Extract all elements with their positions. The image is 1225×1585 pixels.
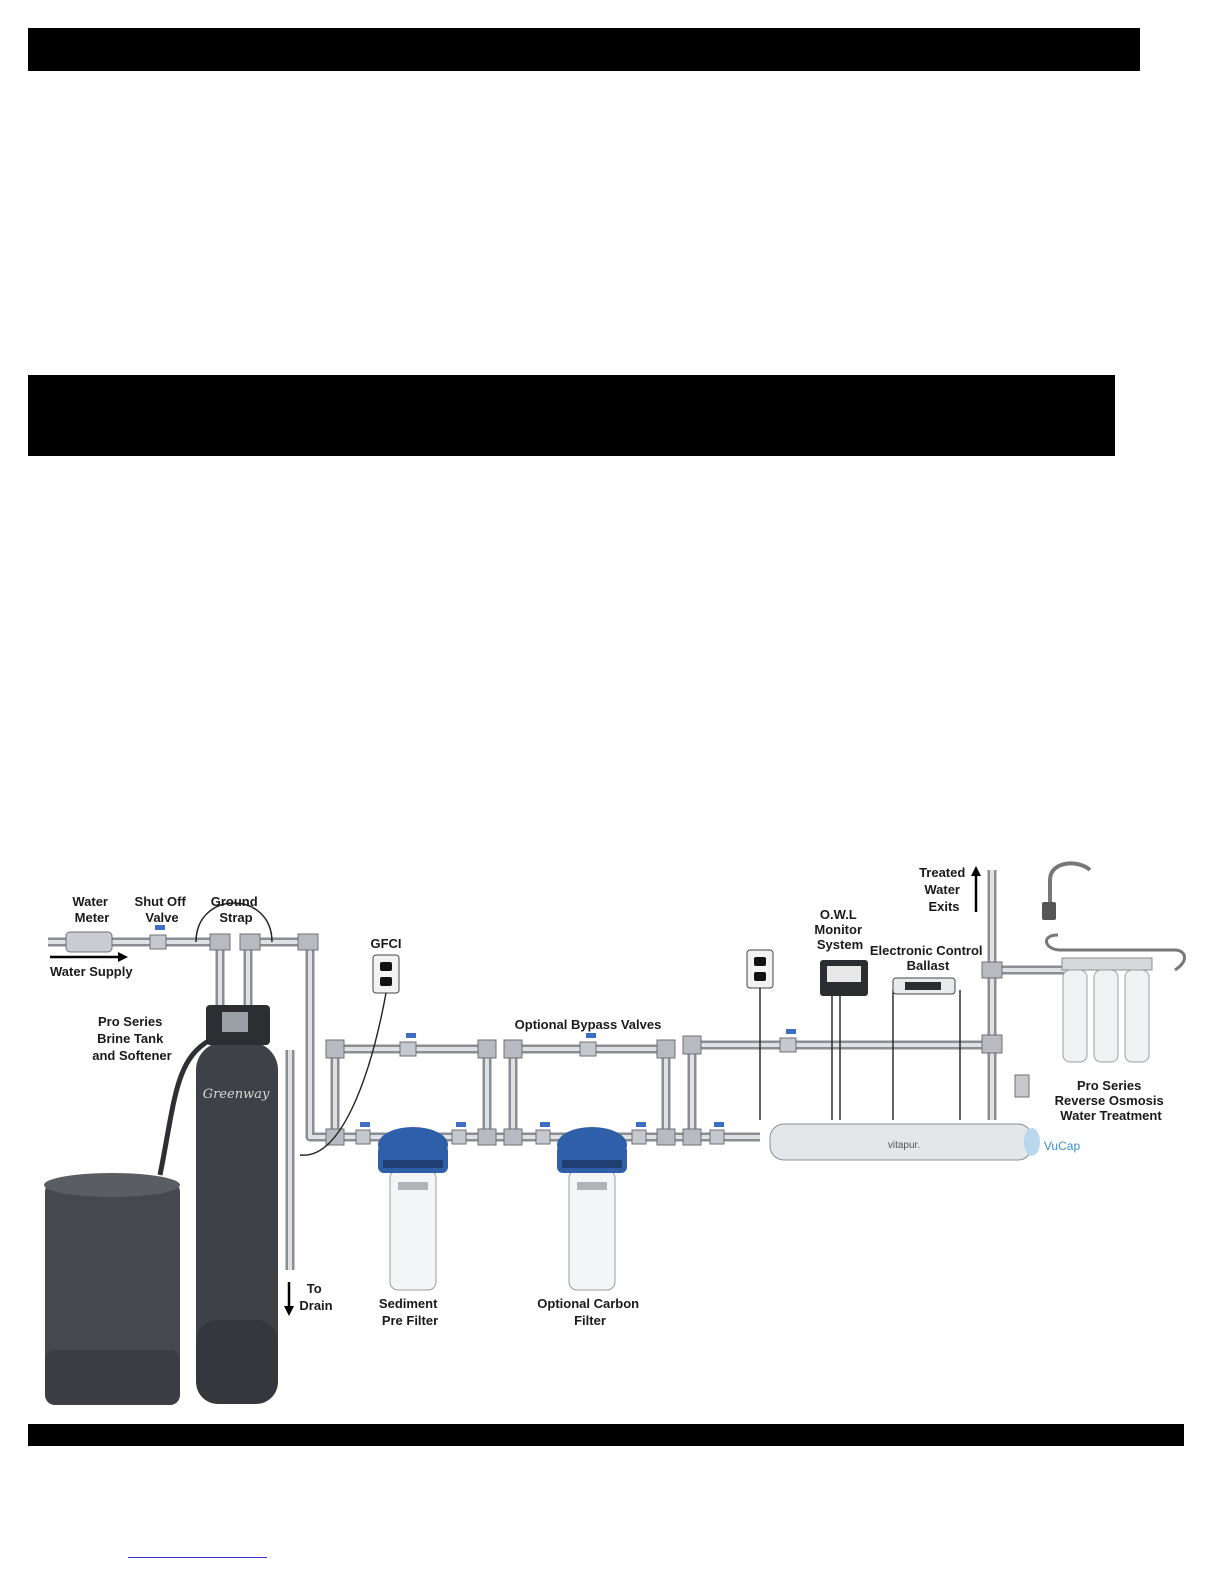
water-meter xyxy=(65,931,113,953)
pipe-couplings xyxy=(209,933,1003,1146)
label-water-supply: Water Supply xyxy=(50,964,133,979)
vitapur-logo: vitapur. xyxy=(888,1140,920,1151)
brine-line xyxy=(157,1037,212,1176)
label-shut-off-valve: Shut Off Valve xyxy=(135,894,190,925)
electronic-ballast xyxy=(892,977,956,995)
footer-bar xyxy=(28,1424,1184,1446)
solenoid-valve xyxy=(1014,1074,1030,1098)
ground-strap xyxy=(195,902,273,943)
drain-arrow xyxy=(284,1282,294,1316)
label-electronic-ballast: Electronic Control Ballast xyxy=(870,943,986,973)
greenway-logo: Greenway xyxy=(203,1087,270,1102)
label-treated-water-exits: Treated Water Exits xyxy=(919,865,969,914)
label-to-drain: To Drain xyxy=(299,1281,332,1313)
label-optional-bypass-valves: Optional Bypass Valves xyxy=(515,1017,662,1032)
monitor-wires xyxy=(831,995,841,1120)
header-bar-middle xyxy=(28,375,1115,456)
vucap-logo: VuCap xyxy=(1044,1139,1081,1153)
water-supply-arrow xyxy=(50,952,128,962)
softener-tank: Greenway xyxy=(196,1005,278,1404)
brine-tank xyxy=(44,1173,180,1405)
gfci-outlet xyxy=(372,954,400,994)
valve-handles xyxy=(149,925,797,1145)
uv-system: vitapur. VuCap xyxy=(769,1123,1081,1161)
water-treatment-diagram: Greenway xyxy=(44,861,1186,1405)
label-optional-carbon-filter: Optional Carbon Filter xyxy=(537,1296,642,1328)
treated-water-arrow xyxy=(971,866,981,912)
carbon-filter xyxy=(557,1127,627,1291)
label-ro-system: Pro Series Reverse Osmosis Water Treatme… xyxy=(1055,1078,1168,1123)
gfci-wire xyxy=(299,992,387,1156)
header-bar-top xyxy=(28,28,1140,71)
label-owl-monitor: O.W.L Monitor System xyxy=(814,907,865,952)
label-gfci: GFCI xyxy=(370,936,401,951)
label-sediment-pre-filter: Sediment Pre Filter xyxy=(379,1296,441,1328)
label-brine-tank: Pro Series Brine Tank and Softener xyxy=(92,1014,171,1063)
ro-system xyxy=(1042,861,1186,1063)
label-water-meter: Water Meter xyxy=(72,894,111,925)
owl-monitor xyxy=(820,960,868,996)
link-underline[interactable] xyxy=(128,1557,267,1558)
ballast-wires xyxy=(892,990,961,1120)
label-ground-strap: Ground Strap xyxy=(211,894,262,925)
outlet-right xyxy=(746,949,774,989)
sediment-filter xyxy=(378,1127,448,1291)
